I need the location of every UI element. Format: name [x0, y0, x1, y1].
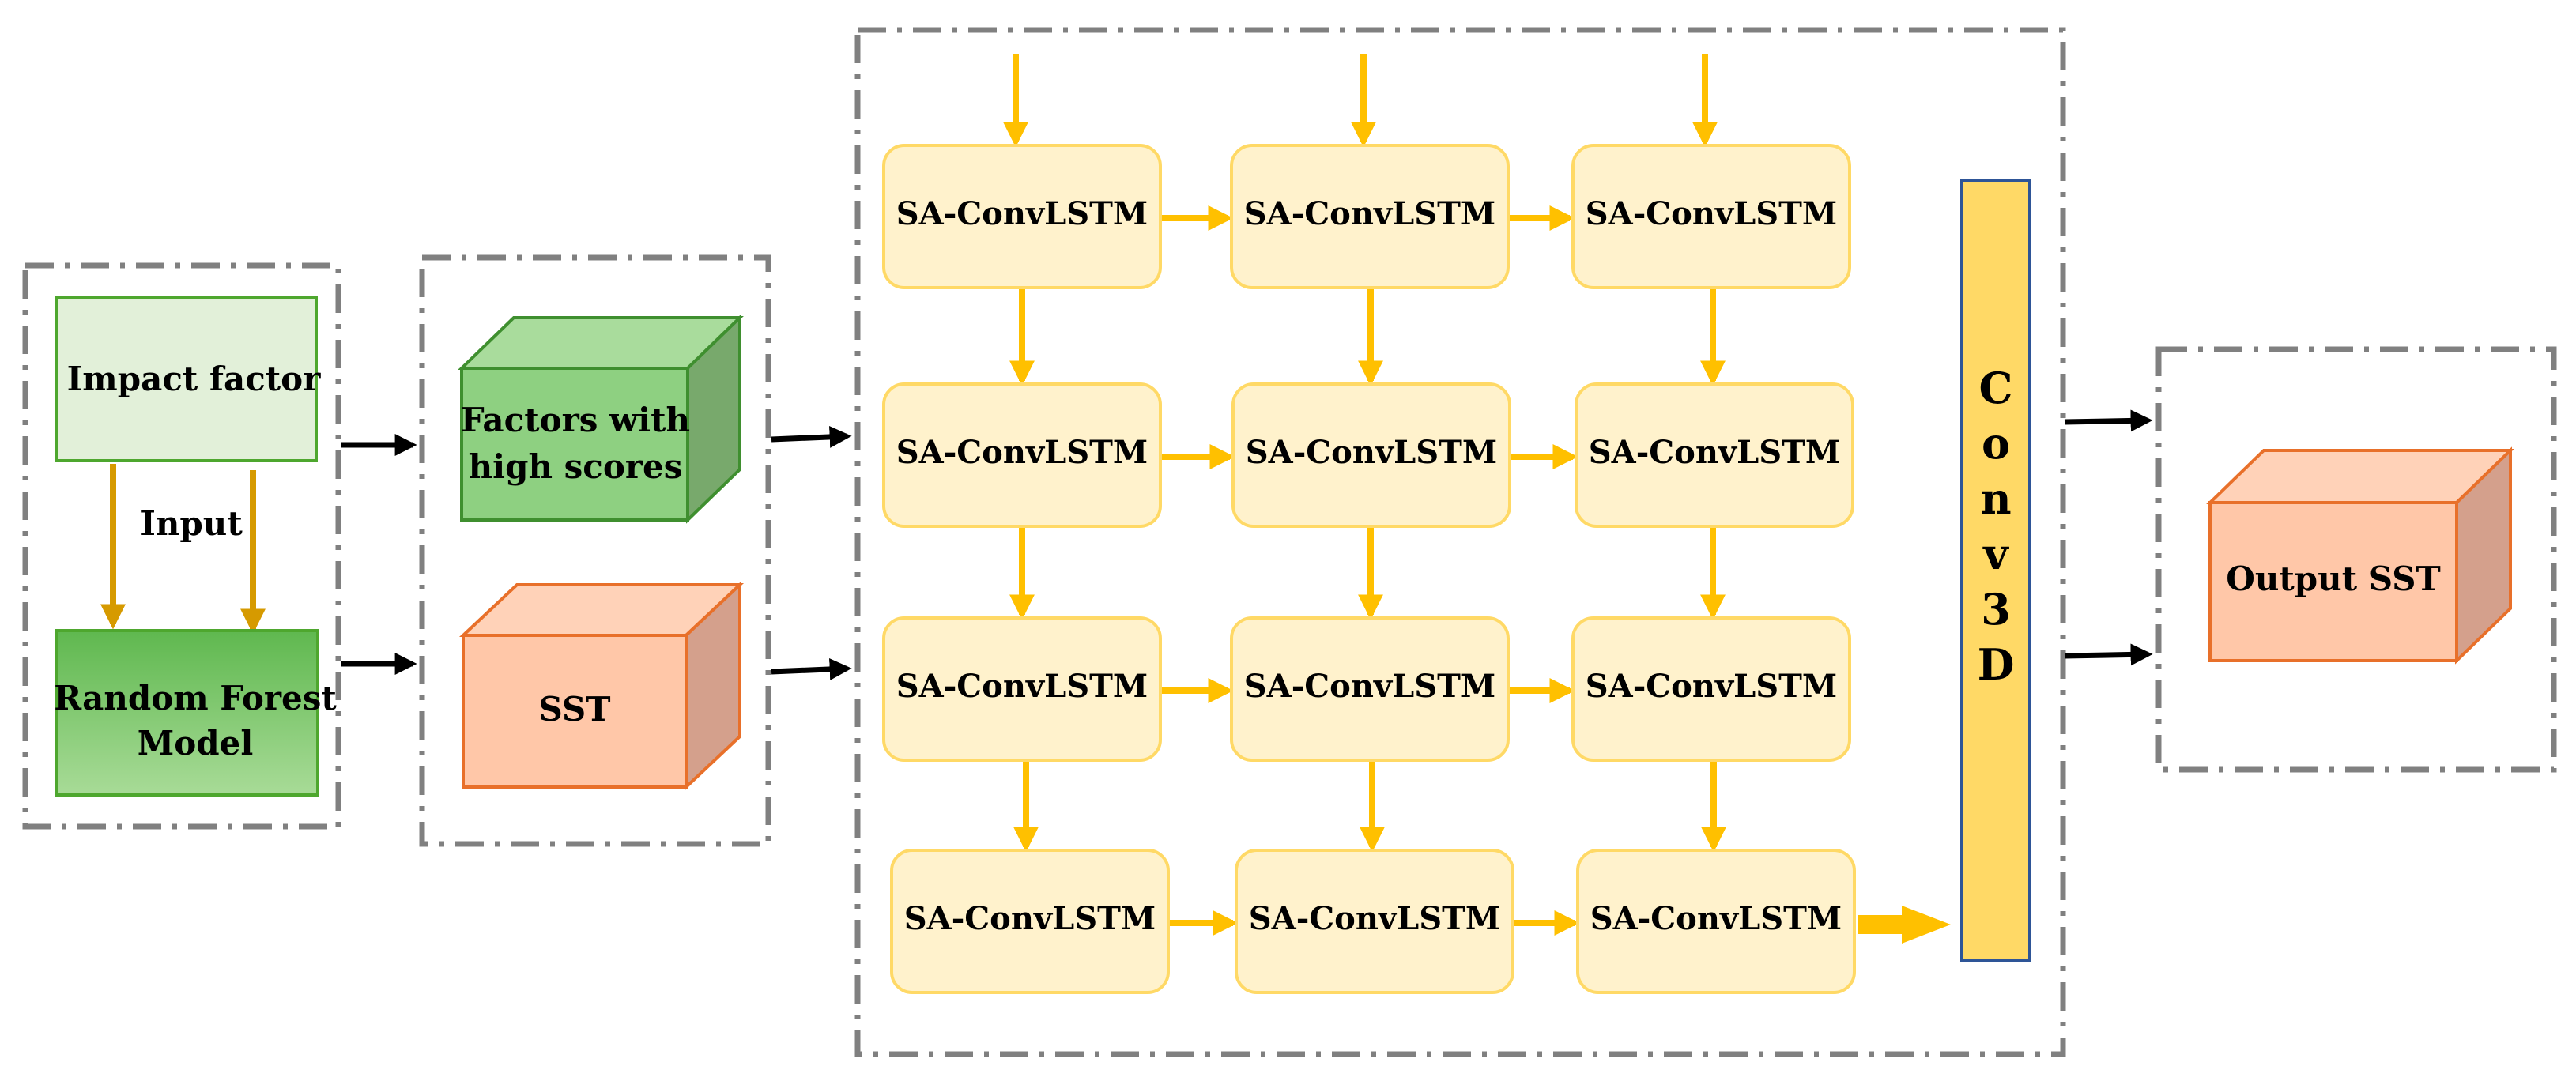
network-group-border: [854, 27, 2066, 1057]
selected-group-border: [419, 254, 771, 847]
sa-convlstm-cell-r2-c3: [1575, 382, 1854, 528]
conv3d-letter: o: [1982, 418, 2010, 469]
sa-convlstm-label: SA-ConvLSTM: [1244, 195, 1495, 232]
sa-convlstm-label: SA-ConvLSTM: [1586, 668, 1837, 705]
sst-cube: [458, 581, 745, 791]
sa-convlstm-label: SA-ConvLSTM: [896, 434, 1148, 471]
output-group-border: [2155, 346, 2557, 773]
input-group-border: [22, 262, 341, 830]
impact-factor-box: [55, 296, 318, 462]
input-label: Input: [140, 504, 243, 543]
output-sst-label: Output SST: [2226, 559, 2440, 598]
arrow-grid-to-conv3d: [1858, 906, 1951, 944]
sa-convlstm-label: SA-ConvLSTM: [1589, 434, 1840, 471]
sa-convlstm-label: SA-ConvLSTM: [1586, 195, 1837, 232]
sa-convlstm-cell-r2-c1: [882, 382, 1162, 528]
sa-convlstm-label: SA-ConvLSTM: [896, 668, 1148, 705]
conv3d-letter: n: [1980, 473, 2011, 524]
arrow-conv3d-to-output-bottom: [2064, 643, 2153, 666]
sa-convlstm-cell-r2-c2: [1231, 382, 1511, 528]
factors-cube: [458, 314, 744, 524]
conv3d-letter: D: [1978, 639, 2015, 690]
sa-convlstm-cell-r1-c2: [1230, 144, 1510, 289]
sa-convlstm-cell-r1-c1: [882, 144, 1162, 289]
conv3d-block: [1960, 179, 2031, 962]
sa-convlstm-label: SA-ConvLSTM: [1244, 668, 1495, 705]
sa-convlstm-cell-r3-c2: [1230, 616, 1510, 762]
sa-convlstm-cell-r1-c3: [1571, 144, 1851, 289]
random-forest-label-line2: Model: [138, 724, 254, 763]
sa-convlstm-cell-r4-c3: [1576, 849, 1856, 994]
random-forest-box: [55, 629, 319, 797]
factors-label-line1: Factors with: [461, 401, 690, 439]
sst-label: SST: [539, 690, 611, 729]
sa-convlstm-cell-r3-c3: [1571, 616, 1851, 762]
conv3d-letter: v: [1982, 529, 2009, 579]
conv3d-letter: C: [1979, 363, 2013, 413]
arrow-sst-to-network: [771, 657, 852, 680]
arrow-factors-to-network: [771, 425, 852, 448]
random-forest-label-line1: Random Forest: [54, 679, 337, 718]
factors-label-line2: high scores: [469, 447, 683, 486]
sa-convlstm-cell-r4-c2: [1235, 849, 1514, 994]
sa-convlstm-label: SA-ConvLSTM: [1246, 434, 1497, 471]
arrow-conv3d-to-output-top: [2064, 409, 2153, 432]
sa-convlstm-grid: SA-ConvLSTM SA-ConvLSTM SA-ConvLSTM SA-Conv…: [882, 54, 1856, 994]
sa-convlstm-cell-r4-c1: [890, 849, 1170, 994]
sa-convlstm-label: SA-ConvLSTM: [1590, 900, 1842, 937]
sa-convlstm-label: SA-ConvLSTM: [1249, 900, 1500, 937]
output-sst-cube: [2206, 446, 2514, 665]
sa-convlstm-label: SA-ConvLSTM: [896, 195, 1148, 232]
conv3d-letter: 3: [1981, 584, 2011, 635]
impact-factor-label: Impact factor: [67, 360, 322, 398]
sa-convlstm-label: SA-ConvLSTM: [904, 900, 1156, 937]
sa-convlstm-cell-r3-c1: [882, 616, 1162, 762]
